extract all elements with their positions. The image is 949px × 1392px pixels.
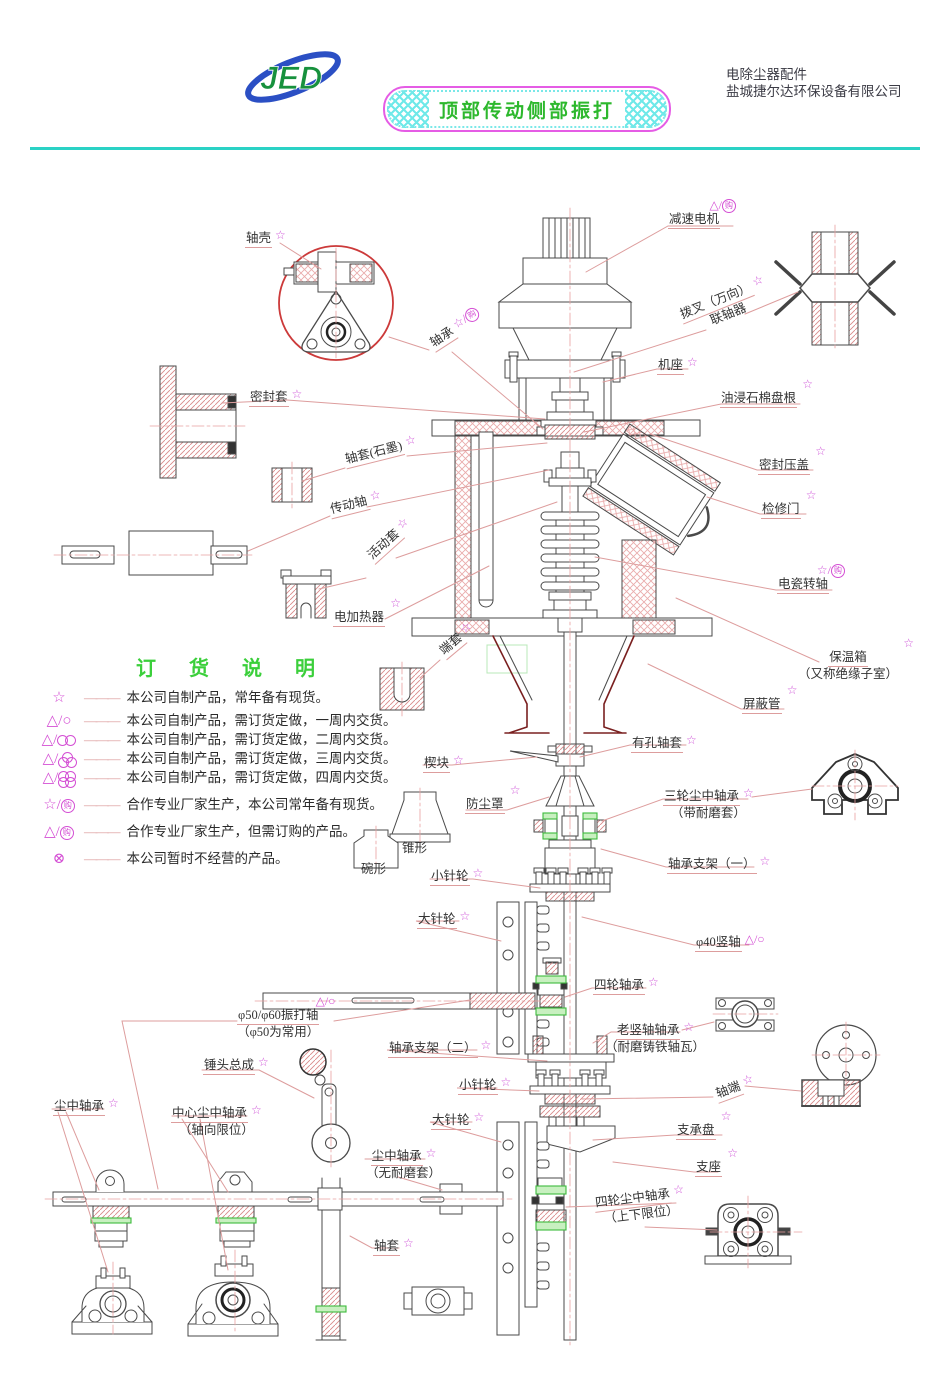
legend-dash: ——— — [84, 797, 120, 812]
legend-dash: ——— — [84, 690, 120, 705]
legend-text: 本公司自制产品，需订货定做，三周内交货。 — [126, 751, 397, 766]
legend-text: 本公司自制产品，常年备有现货。 — [126, 690, 330, 705]
logo-text: JED — [260, 60, 322, 96]
page-title: 顶部传动侧部振打 — [432, 95, 621, 123]
legend-text: 合作专业厂家生产，但需订购的产品。 — [126, 824, 357, 839]
legend-row-cross: ⊗ ——— 本公司暂时不经营的产品。 — [36, 847, 289, 867]
legend-text: 合作专业厂家生产，本公司常年备有现货。 — [126, 797, 384, 812]
banner-dotted-border — [387, 90, 667, 128]
centerlines — [44, 207, 899, 1346]
legend-dash: ——— — [84, 824, 120, 839]
legend-text: 本公司自制产品，需订货定做，一周内交货。 — [126, 713, 397, 728]
legend-dash: ——— — [84, 713, 120, 728]
legend-dash: ——— — [84, 851, 120, 866]
header-divider — [30, 147, 920, 150]
legend-title: 订 货 说 明 — [136, 658, 329, 680]
tri4-legend-icon: △/ — [36, 768, 82, 788]
company-block: 电除尘器配件 盐城捷尔达环保设备有限公司 — [726, 66, 902, 100]
legend-row-tri3: △/——— 本公司自制产品，需订货定做，三周内交货。 — [36, 747, 397, 769]
legend-row-tri2: △/——— 本公司自制产品，需订货定做，二周内交货。 — [36, 728, 397, 748]
tribuy-legend-icon: △/购 — [36, 822, 82, 841]
legend-dash: ——— — [84, 732, 120, 747]
legend-row-tri4: △/——— 本公司自制产品，需订货定做，四周内交货。 — [36, 766, 397, 788]
green-highlights — [90, 812, 598, 1313]
legend-dash: ——— — [84, 751, 120, 766]
tri3-legend-icon: △/ — [36, 749, 82, 769]
legend-row-tri1: △/○ ——— 本公司自制产品，需订货定做，一周内交货。 — [36, 709, 397, 729]
tri1-legend-icon: △/○ — [46, 713, 72, 729]
legend-dash: ——— — [84, 770, 120, 785]
legend-text: 本公司暂时不经营的产品。 — [126, 851, 289, 866]
legend-text: 本公司自制产品，需订货定做，四周内交货。 — [126, 770, 397, 785]
cross-legend-icon: ⊗ — [52, 851, 66, 867]
jed-logo: JED — [245, 51, 341, 103]
starbuy-legend-icon: ☆/购 — [36, 795, 82, 814]
company-line2: 盐城捷尔达环保设备有限公司 — [726, 84, 902, 99]
legend-row-tribuy: △/购——— 合作专业厂家生产，但需订购的产品。 — [36, 820, 356, 840]
legend-text: 本公司自制产品，需订货定做，二周内交货。 — [126, 732, 397, 747]
tri2-legend-icon: △/ — [36, 730, 82, 749]
legend-row-starbuy: ☆/购——— 合作专业厂家生产，本公司常年备有现货。 — [36, 793, 383, 813]
title-banner: 顶部传动侧部振打 — [383, 86, 671, 132]
order-legend: 订 货 说 明 ☆ ——— 本公司自制产品，常年备有现货。 △/○ ——— 本公司自制产品… — [36, 652, 436, 872]
company-line1: 电除尘器配件 — [726, 67, 807, 82]
leader-lines — [51, 225, 833, 1273]
legend-row-star: ☆ ——— 本公司自制产品，常年备有现货。 — [36, 686, 329, 706]
star-legend-icon: ☆ — [52, 690, 66, 706]
